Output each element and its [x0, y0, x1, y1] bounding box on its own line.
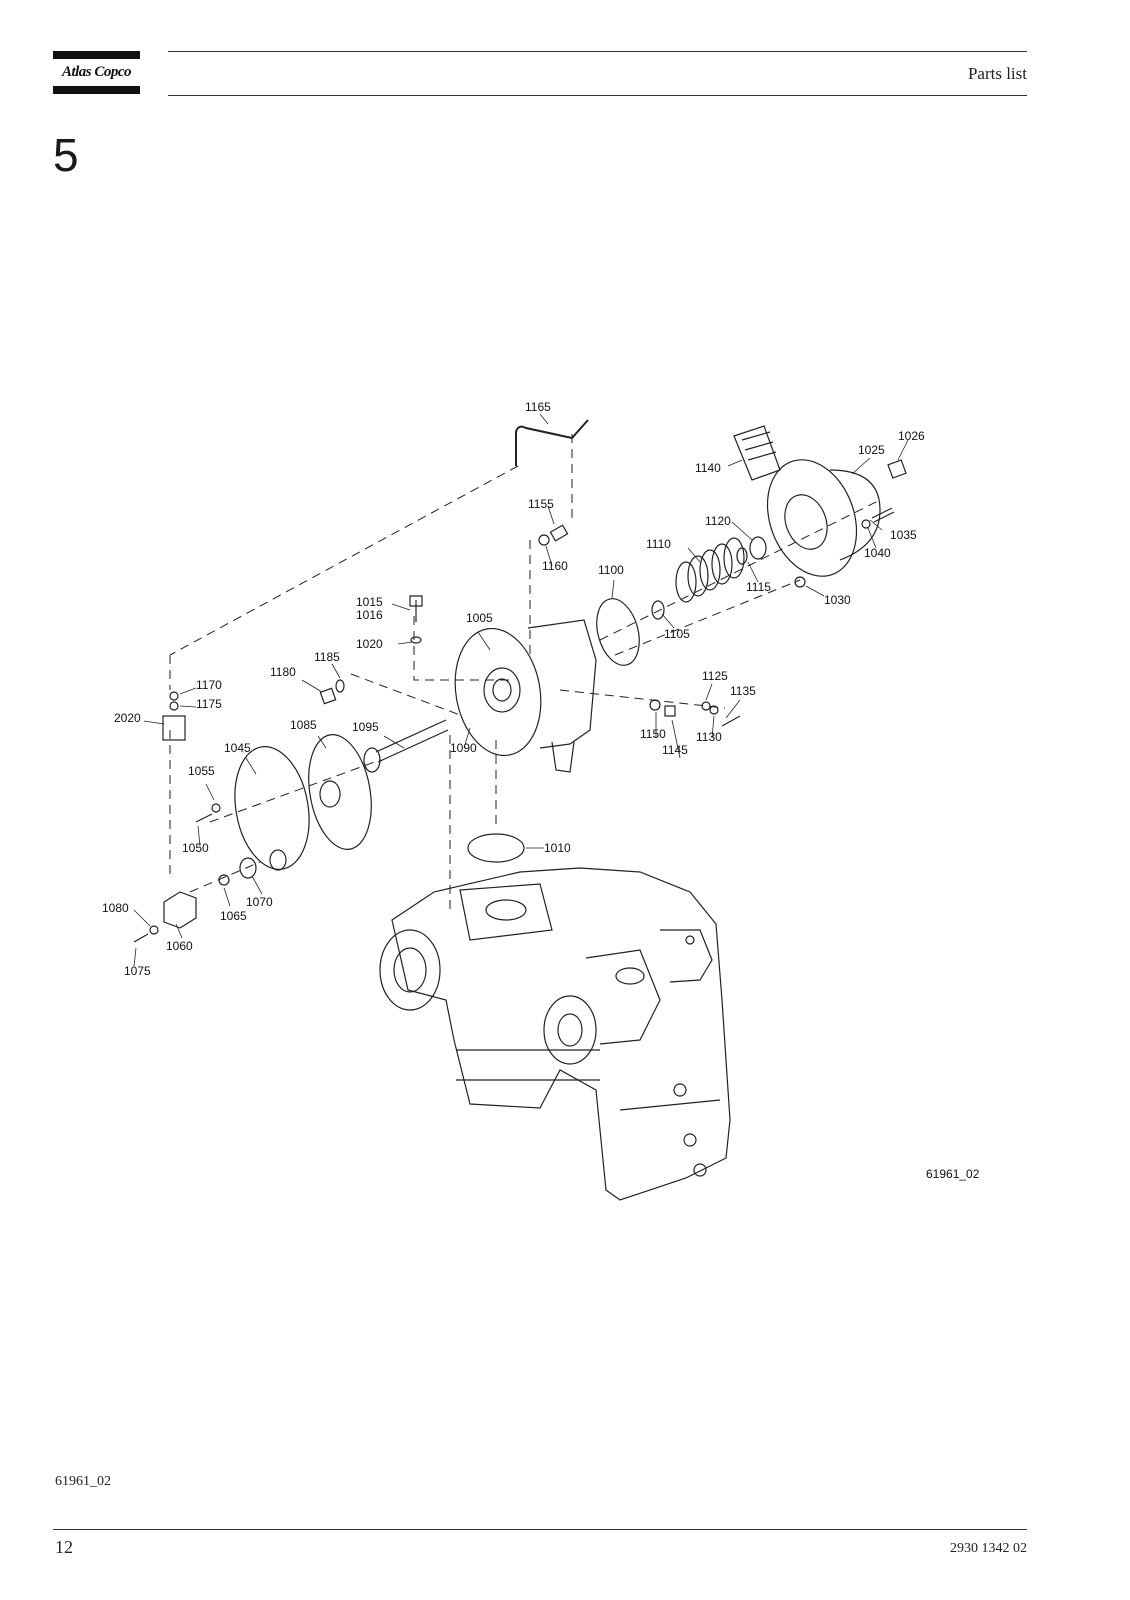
callout-1040: 1040 [864, 546, 891, 560]
callout-1035: 1035 [890, 528, 917, 542]
section-number: 5 [53, 129, 79, 181]
header-title: Parts list [967, 64, 1027, 83]
callout-1170: 1170 [196, 678, 222, 692]
washer-1160 [538, 534, 550, 546]
callout-1065: 1065 [220, 909, 247, 923]
callout-1025: 1025 [858, 443, 885, 457]
callout-1095: 1095 [352, 720, 379, 734]
washer-1130 [709, 705, 719, 715]
callout-labels: 1165 1026 1025 1140 1155 1120 1035 1110 … [102, 400, 980, 1181]
callout-1115: 1115 [746, 580, 771, 594]
drawing-id: 61961_02 [926, 1167, 980, 1181]
housing-1025 [766, 459, 881, 577]
valve-body-1005 [454, 619, 597, 773]
washer-1080 [149, 925, 159, 935]
callout-1010: 1010 [544, 841, 571, 855]
washer-1170 [169, 691, 179, 701]
header-rule-top [168, 51, 1027, 52]
logo-bar-top [53, 51, 140, 59]
washer-1020 [410, 636, 422, 644]
atlas-copco-logo: Atlas Copco [53, 51, 140, 94]
gasket-1010 [467, 833, 525, 863]
pipe-1165 [515, 419, 589, 466]
callout-1070: 1070 [246, 895, 273, 909]
callout-1180: 1180 [270, 665, 296, 679]
seal-1070 [239, 857, 257, 879]
callout-1020: 1020 [356, 637, 383, 651]
figure-reference: 61961_02 [55, 1474, 111, 1489]
cover-1045 [234, 746, 310, 871]
callout-1055: 1055 [188, 764, 215, 778]
leader-lines [133, 413, 909, 967]
callout-2020: 2020 [114, 711, 141, 725]
callout-1045: 1045 [224, 741, 251, 755]
callout-1160: 1160 [542, 559, 568, 573]
callout-1165: 1165 [525, 400, 551, 414]
compressor-housing [379, 867, 731, 1201]
header-rule-bottom [168, 95, 1027, 96]
ring-1115 [736, 547, 748, 565]
callout-1120: 1120 [705, 514, 731, 528]
callout-1135: 1135 [730, 684, 756, 698]
block-1060 [163, 891, 197, 929]
plug-1145 [664, 705, 676, 717]
callout-1155: 1155 [528, 497, 554, 511]
callout-1100: 1100 [598, 563, 624, 577]
callout-1016: 1016 [356, 608, 383, 622]
washer-1055 [211, 803, 221, 813]
logo-wordmark: Atlas Copco [61, 64, 132, 80]
document-number: 2930 1342 02 [950, 1541, 1027, 1556]
callout-1130: 1130 [696, 730, 722, 744]
oring-1065 [218, 874, 230, 886]
bushing-1120 [749, 536, 767, 560]
filter-1140 [733, 425, 781, 481]
bolt-1050 [195, 813, 213, 823]
page-number: 12 [55, 1537, 73, 1557]
bolt-1015 [409, 595, 423, 622]
diaphragm-1085 [308, 734, 372, 850]
washer-1185 [335, 679, 345, 693]
callout-1005: 1005 [466, 611, 493, 625]
plug-1180 [319, 687, 337, 705]
spring-1110 [675, 537, 745, 603]
fitting-1155 [549, 524, 569, 542]
callout-1080: 1080 [102, 901, 129, 915]
bolt-1075 [133, 933, 149, 943]
callout-1175: 1175 [196, 697, 222, 711]
callout-1125: 1125 [702, 669, 728, 683]
circlip-1105 [651, 600, 665, 620]
callout-1085: 1085 [290, 718, 317, 732]
logo-bar-bottom [53, 86, 140, 94]
washer-1040 [861, 519, 871, 529]
callout-1050: 1050 [182, 841, 209, 855]
callout-1105: 1105 [664, 627, 690, 641]
bolt-1035 [871, 507, 895, 523]
washer-1150 [649, 699, 661, 711]
plug-1026 [887, 459, 907, 479]
footer-rule [53, 1529, 1027, 1530]
callout-1185: 1185 [314, 650, 340, 664]
callout-1090: 1090 [450, 741, 477, 755]
callout-1140: 1140 [695, 461, 721, 475]
solenoid-2020 [162, 715, 186, 741]
washer-1125 [701, 701, 711, 711]
piston-1095 [363, 719, 449, 773]
callout-1060: 1060 [166, 939, 193, 953]
callout-1145: 1145 [662, 743, 688, 757]
oring-1030 [794, 576, 806, 588]
bolt-1135 [721, 715, 741, 727]
valve-plate-1100 [596, 598, 640, 666]
callout-1026: 1026 [898, 429, 925, 443]
callout-1075: 1075 [124, 964, 151, 978]
callout-1015: 1015 [356, 595, 383, 609]
callout-1110: 1110 [646, 537, 671, 551]
callout-1150: 1150 [640, 727, 666, 741]
oring-1175 [169, 701, 179, 711]
callout-1030: 1030 [824, 593, 851, 607]
